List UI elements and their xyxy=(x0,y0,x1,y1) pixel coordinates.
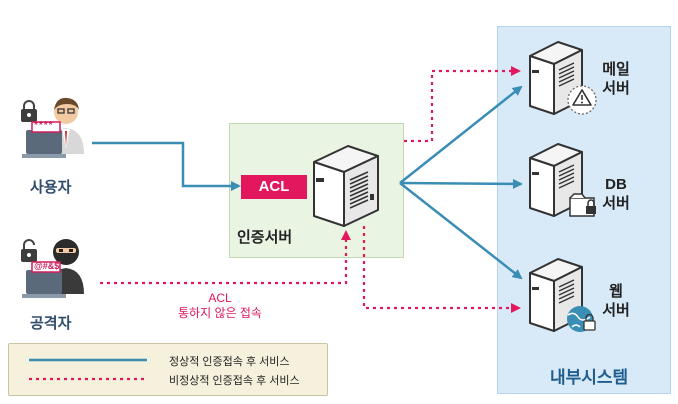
user-avatar: **** xyxy=(18,96,96,162)
acl-tag: ACL xyxy=(241,175,307,199)
normal-path-to-db xyxy=(399,178,523,189)
attacker-label: 공격자 xyxy=(30,315,72,332)
mail-server-icon xyxy=(524,38,604,120)
normal-path-to-web xyxy=(399,182,523,280)
user-label: 사용자 xyxy=(30,179,72,196)
bypass-note-line2: 통하지 않은 접속 xyxy=(178,306,262,320)
db-server-icon xyxy=(524,140,604,222)
bypass-note-line1: ACL xyxy=(208,291,232,305)
normal-path-to-mail xyxy=(399,85,523,184)
legend: 정상적 인증접속 후 서비스 비정상적 인증접속 후 서비스 xyxy=(8,343,328,396)
user-password-text: **** xyxy=(34,120,54,131)
internal-system-title: 내부시스템 xyxy=(550,368,629,387)
db-server-label: DB 서버 xyxy=(602,176,630,212)
abnormal-path-to-web xyxy=(362,226,521,313)
legend-abnormal-text: 비정상적 인증접속 후 서비스 xyxy=(169,375,300,387)
normal-path-user-to-acl xyxy=(92,141,241,191)
bypass-note: ACL 통하지 않은 접속 xyxy=(170,291,270,321)
mail-server-label: 메일 서버 xyxy=(602,61,630,97)
web-server-label: 웹 서버 xyxy=(602,283,630,319)
legend-normal-text: 정상적 인증접속 후 서비스 xyxy=(169,356,290,368)
abnormal-path-to-mail xyxy=(404,66,521,143)
auth-server-icon xyxy=(306,140,386,230)
abnormal-path-attacker xyxy=(100,230,351,285)
attacker-password-text: @#&$ xyxy=(34,261,60,271)
attacker-avatar: @#&$ xyxy=(18,236,96,302)
web-server-icon xyxy=(524,255,604,337)
legend-swatches xyxy=(29,358,147,381)
auth-server-label: 인증서버 xyxy=(237,229,293,246)
